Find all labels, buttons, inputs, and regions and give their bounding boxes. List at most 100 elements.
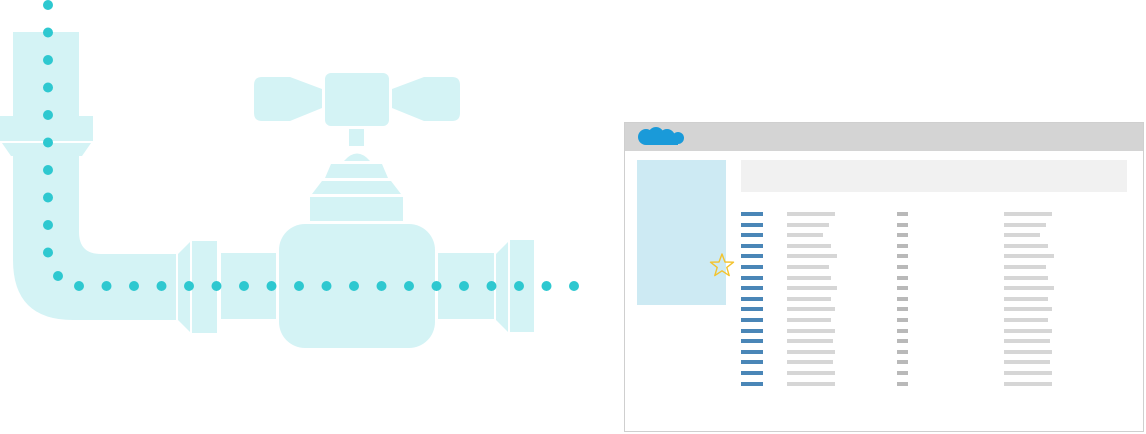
row-value-cell — [1004, 222, 1046, 227]
flow-dot — [74, 281, 84, 291]
flow-dot — [43, 247, 53, 258]
flow-dot — [321, 281, 332, 291]
row-value-cell — [1004, 371, 1052, 375]
flow-dot — [239, 281, 249, 291]
vertical-pipe — [13, 32, 79, 116]
valve-handle-left-wing — [254, 77, 322, 121]
row-type-cell — [897, 286, 908, 291]
pipe-flange-bevel — [2, 143, 91, 156]
row-name-cell — [787, 318, 831, 322]
flow-dot — [43, 110, 53, 120]
search-bar[interactable] — [741, 160, 1127, 192]
row-type-cell — [897, 254, 908, 259]
flow-dot — [376, 281, 387, 291]
row-value-cell — [1004, 254, 1054, 259]
row-icon — [741, 381, 763, 386]
row-value-cell — [1004, 307, 1052, 312]
row-value-cell — [1004, 339, 1050, 344]
row-type-cell — [897, 233, 908, 238]
pipeline-illustration — [0, 0, 579, 348]
row-value-cell — [1004, 275, 1048, 280]
row-value-cell — [1004, 212, 1052, 216]
row-icon — [741, 265, 763, 269]
row-value-cell — [1004, 328, 1052, 333]
flow-dot — [43, 0, 53, 10]
flow-dot — [53, 271, 63, 281]
row-type-cell — [897, 318, 908, 322]
row-icon — [741, 328, 763, 333]
valve-bonnet-tier-1 — [312, 181, 401, 194]
row-type-cell — [897, 275, 908, 280]
row-type-cell — [897, 307, 908, 312]
row-name-cell — [787, 328, 835, 333]
flow-dot — [43, 165, 53, 175]
row-name-cell — [787, 381, 835, 386]
row-value-cell — [1004, 349, 1052, 354]
flow-dot — [431, 281, 442, 291]
row-icon — [741, 233, 763, 238]
row-type-cell — [897, 296, 908, 301]
row-icon — [741, 360, 763, 365]
valve-stem — [349, 129, 364, 146]
flow-dot — [486, 281, 497, 291]
flow-dot — [514, 281, 524, 291]
flow-dot — [211, 281, 222, 291]
row-type-cell — [897, 328, 908, 333]
flow-dot — [43, 192, 53, 203]
row-name-cell — [787, 275, 831, 280]
data-flow-dots — [43, 0, 579, 291]
row-icon — [741, 286, 763, 291]
row-name-cell — [787, 212, 835, 216]
row-type-cell — [897, 222, 908, 227]
row-value-cell — [1004, 265, 1046, 269]
cloud-logo-icon — [638, 127, 684, 145]
flow-dot — [101, 281, 112, 291]
valve-handle-right-wing — [392, 77, 460, 121]
flow-dot — [569, 281, 579, 291]
flow-dot — [43, 137, 53, 148]
row-name-cell — [787, 349, 835, 354]
row-icon — [741, 318, 763, 322]
row-name-cell — [787, 254, 837, 259]
row-value-cell — [1004, 296, 1048, 301]
window-titlebar — [625, 123, 1143, 151]
flow-dot — [184, 281, 194, 291]
row-name-cell — [787, 233, 823, 238]
row-icon — [741, 307, 763, 312]
row-type-cell — [897, 265, 908, 269]
flow-dot — [156, 281, 167, 291]
flow-dot — [404, 281, 414, 291]
flow-dot — [349, 281, 359, 291]
row-value-cell — [1004, 233, 1040, 238]
pipe-elbow — [13, 156, 176, 320]
flow-dot — [294, 281, 304, 291]
flow-dot — [459, 281, 469, 291]
row-icon — [741, 371, 763, 375]
row-type-cell — [897, 381, 908, 386]
row-value-cell — [1004, 381, 1052, 386]
row-icon — [741, 275, 763, 280]
app-window — [624, 122, 1144, 432]
row-name-cell — [787, 286, 837, 291]
row-name-cell — [787, 243, 831, 248]
row-icon — [741, 222, 763, 227]
row-type-cell — [897, 371, 908, 375]
row-name-cell — [787, 371, 835, 375]
row-icon — [741, 254, 763, 259]
row-value-cell — [1004, 360, 1050, 365]
row-name-cell — [787, 296, 831, 301]
row-type-cell — [897, 243, 908, 248]
flow-dot — [43, 220, 53, 230]
row-icon — [741, 212, 763, 216]
valve-bonnet-cap — [344, 153, 370, 161]
flow-dot — [43, 55, 53, 65]
flow-dot — [43, 27, 53, 38]
sidebar-panel — [637, 160, 735, 305]
row-name-cell — [787, 265, 829, 269]
right-coupling-bevel — [496, 242, 508, 332]
flow-dot — [266, 281, 277, 291]
left-coupling-bevel — [178, 242, 190, 332]
row-icon — [741, 243, 763, 248]
star-icon[interactable] — [709, 252, 735, 278]
row-value-cell — [1004, 286, 1054, 291]
